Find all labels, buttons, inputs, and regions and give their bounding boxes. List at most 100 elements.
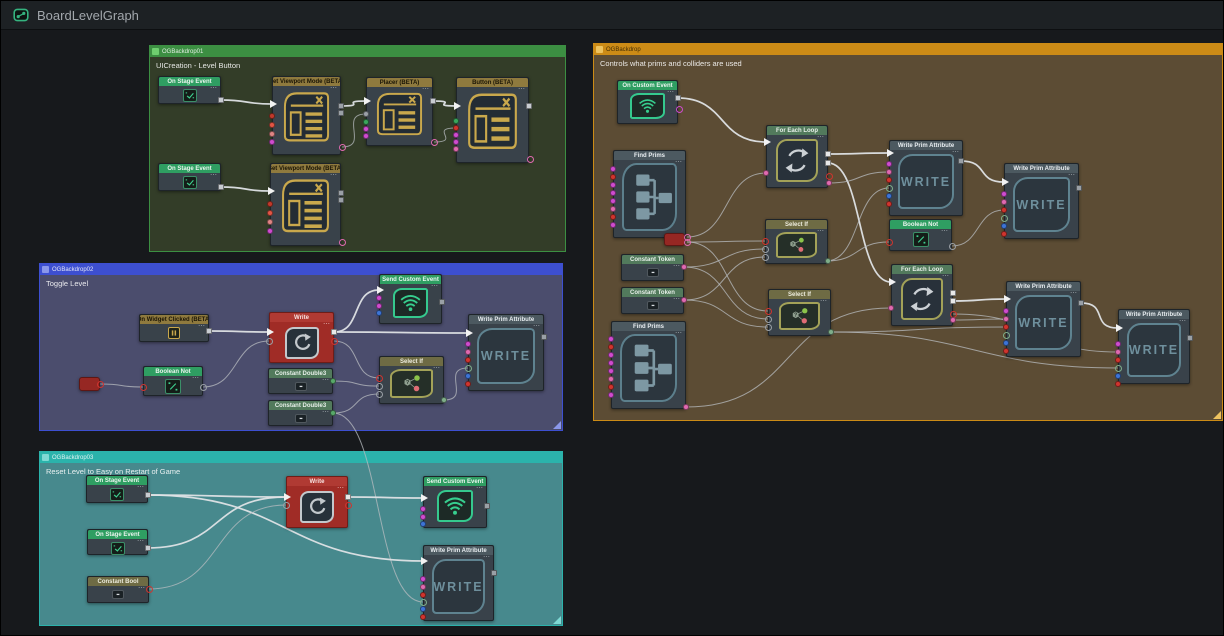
write-node[interactable]: Write⋯	[269, 312, 334, 363]
input-port[interactable]	[608, 368, 614, 374]
input-port[interactable]	[420, 584, 426, 590]
input-port[interactable]	[886, 193, 892, 199]
output-port[interactable]	[950, 317, 956, 323]
input-port[interactable]	[608, 360, 614, 366]
node-menu-icon[interactable]: ⋯	[1070, 290, 1077, 297]
input-port[interactable]	[269, 122, 275, 128]
node-menu-icon[interactable]: ⋯	[210, 85, 217, 92]
node-menu-icon[interactable]: ⋯	[137, 538, 144, 545]
write-prim-attribute-node[interactable]: Write Prim Attribute⋯WRITE	[889, 140, 963, 216]
input-port[interactable]	[761, 253, 769, 261]
input-port[interactable]	[376, 295, 382, 301]
output-port[interactable]	[541, 334, 547, 340]
output-port[interactable]	[828, 329, 834, 335]
node-menu-icon[interactable]: ⋯	[433, 365, 440, 372]
output-port[interactable]	[1078, 300, 1084, 306]
node-menu-icon[interactable]: ⋯	[322, 377, 329, 384]
input-port[interactable]	[420, 606, 426, 612]
input-port[interactable]	[1115, 349, 1121, 355]
input-port[interactable]	[763, 170, 769, 176]
node-menu-icon[interactable]: ⋯	[431, 283, 438, 290]
output-port[interactable]	[1076, 185, 1082, 191]
node-menu-icon[interactable]: ⋯	[137, 484, 144, 491]
input-port[interactable]	[1003, 348, 1009, 354]
input-port[interactable]	[610, 206, 616, 212]
output-port[interactable]	[484, 503, 490, 509]
input-port[interactable]	[610, 182, 616, 188]
on-custom-event-node[interactable]: On Custom Event⋯	[617, 80, 678, 124]
input-port[interactable]	[375, 390, 383, 398]
select-if-node[interactable]: Select If⋯?	[379, 356, 444, 404]
input-port[interactable]	[364, 97, 371, 105]
node-menu-icon[interactable]: ⋯	[533, 323, 540, 330]
output-port[interactable]	[826, 180, 832, 186]
input-port[interactable]	[453, 146, 459, 152]
graph-tab[interactable]: BoardLevelGraph	[1, 1, 151, 29]
constant-double3-node[interactable]: Constant Double3⋯	[268, 400, 333, 426]
input-port[interactable]	[1003, 324, 1009, 330]
input-port[interactable]	[886, 177, 892, 183]
boolean-not-node[interactable]: Boolean Not⋯	[889, 219, 952, 251]
send-custom-event-node[interactable]: Send Custom Event⋯	[379, 274, 442, 324]
output-port[interactable]	[145, 585, 153, 593]
input-port[interactable]	[610, 214, 616, 220]
input-port[interactable]	[465, 381, 471, 387]
send-custom-event-node[interactable]: Send Custom Event⋯	[423, 476, 487, 528]
constant-bool-node[interactable]: Constant Bool⋯	[87, 576, 149, 603]
input-port[interactable]	[465, 373, 471, 379]
node-menu-icon[interactable]: ⋯	[820, 298, 827, 305]
input-port[interactable]	[421, 557, 428, 565]
output-port[interactable]	[1187, 335, 1193, 341]
output-port[interactable]	[683, 404, 689, 410]
input-port[interactable]	[1001, 223, 1007, 229]
output-port[interactable]	[330, 378, 336, 384]
input-port[interactable]	[453, 132, 459, 138]
input-port[interactable]	[420, 521, 426, 527]
input-port[interactable]	[1115, 341, 1121, 347]
input-port[interactable]	[1003, 340, 1009, 346]
on-widget-clicked-beta-node[interactable]: On Widget Clicked (BETA)⋯	[139, 314, 209, 342]
input-port[interactable]	[764, 315, 772, 323]
find-prims-node[interactable]: Find Prims⋯	[613, 150, 686, 238]
node-menu-icon[interactable]: ⋯	[952, 149, 959, 156]
node-menu-icon[interactable]: ⋯	[330, 85, 337, 92]
for-each-loop-node[interactable]: For Each Loop⋯	[766, 125, 828, 188]
output-port[interactable]	[345, 494, 351, 500]
node-menu-icon[interactable]: ⋯	[817, 228, 824, 235]
node-menu-icon[interactable]: ⋯	[330, 172, 337, 179]
on-stage-event-node[interactable]: On Stage Event⋯	[87, 529, 148, 555]
input-port[interactable]	[465, 341, 471, 347]
output-port[interactable]	[430, 138, 438, 146]
input-port[interactable]	[1001, 231, 1007, 237]
input-port[interactable]	[363, 111, 369, 117]
input-port[interactable]	[465, 357, 471, 363]
input-port[interactable]	[363, 133, 369, 139]
input-port[interactable]	[420, 576, 426, 582]
node-menu-icon[interactable]: ⋯	[1068, 172, 1075, 179]
input-port[interactable]	[1001, 191, 1007, 197]
frame-resize-handle[interactable]	[1213, 411, 1221, 419]
node-menu-icon[interactable]: ⋯	[337, 485, 344, 492]
boolean-not-node[interactable]: Boolean Not⋯	[143, 366, 203, 396]
node-menu-icon[interactable]: ⋯	[941, 228, 948, 235]
node-menu-icon[interactable]: ⋯	[198, 323, 205, 330]
input-port[interactable]	[420, 506, 426, 512]
output-port[interactable]	[218, 97, 224, 103]
output-port[interactable]	[430, 98, 436, 104]
output-port[interactable]	[675, 95, 681, 101]
input-port[interactable]	[267, 328, 274, 336]
frame-header[interactable]: OGBackdrop02	[40, 264, 562, 275]
on-stage-event-node[interactable]: On Stage Event⋯	[158, 163, 221, 191]
input-port[interactable]	[363, 126, 369, 132]
input-port[interactable]	[608, 376, 614, 382]
input-port[interactable]	[886, 161, 892, 167]
output-port[interactable]	[950, 298, 956, 304]
node-menu-icon[interactable]: ⋯	[192, 375, 199, 382]
input-port[interactable]	[267, 219, 273, 225]
constant-token-node[interactable]: Constant Token⋯	[621, 287, 684, 314]
input-port[interactable]	[764, 323, 772, 331]
node-menu-icon[interactable]: ⋯	[322, 409, 329, 416]
output-port[interactable]	[948, 242, 956, 250]
output-port[interactable]	[681, 297, 687, 303]
